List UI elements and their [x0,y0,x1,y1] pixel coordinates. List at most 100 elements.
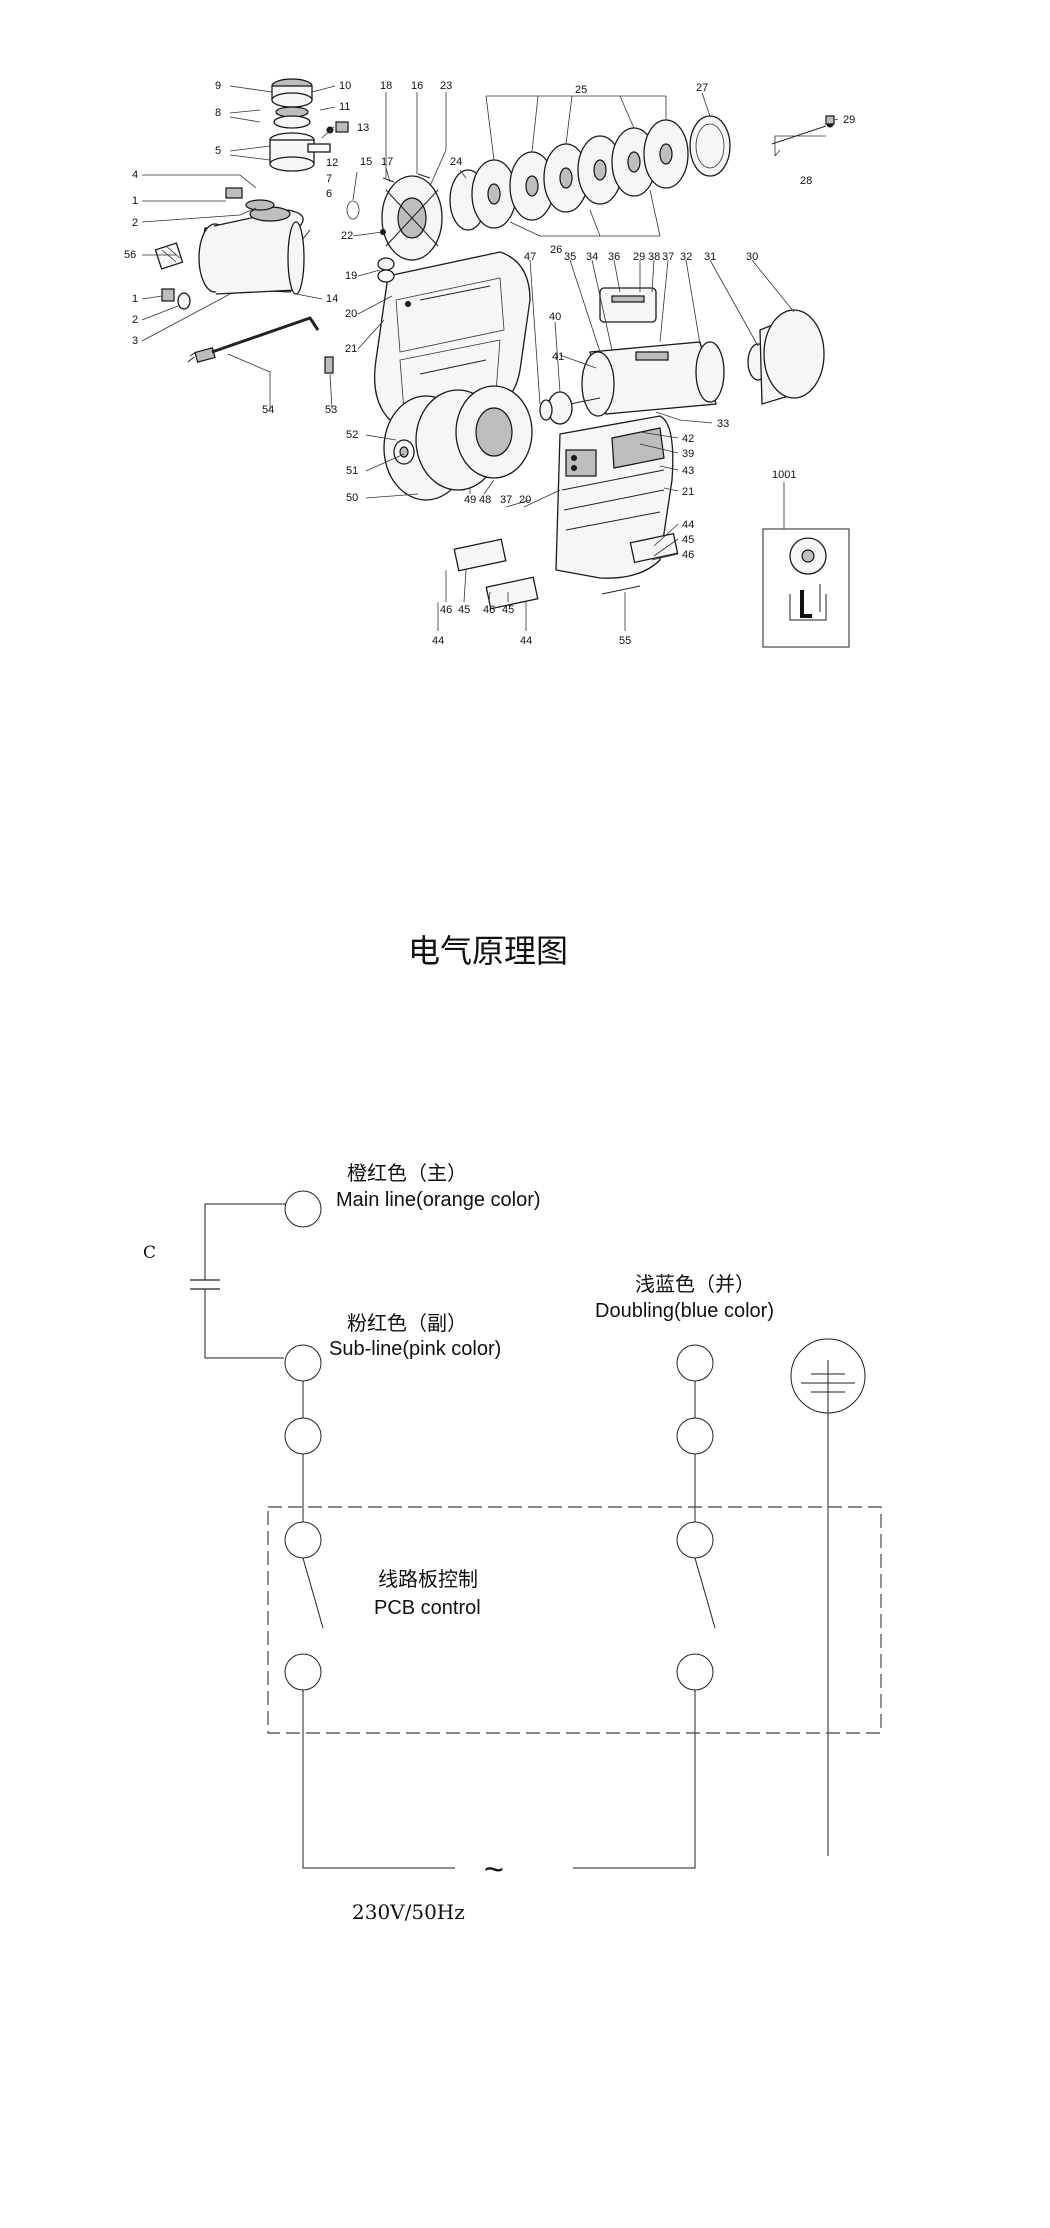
part-number-label: 44 [682,519,694,531]
supply-wire [302,1690,455,1869]
wiring-schematic: C 橙红色（主） Main line(orange color) 粉红色（副） … [143,1161,882,1924]
part-number-label: 3 [132,335,138,347]
switch-contact [694,1557,716,1629]
part-number-label: 9 [215,80,221,92]
part-number-label: 11 [339,101,350,113]
part-number-label: 37 [662,251,674,263]
part-number-labels: 9 10 8 11 13 5 12 4 7 1 6 2 56 1 2 3 14 … [124,80,855,647]
part-number-label: 55 [619,635,631,647]
part-number-label: 4 [132,169,138,181]
part-number-label: 36 [608,251,620,263]
part-number-label: 12 [326,157,338,169]
part-number-label: 1001 [772,469,796,481]
part-number-label: 14 [326,293,338,305]
main-line-label-en: Main line(orange color) [336,1189,541,1211]
pcb-label-en: PCB control [374,1597,481,1619]
terminal-main [284,1190,322,1228]
inset-detail-1001 [762,528,850,648]
part-number-label: 52 [346,429,358,441]
part-number-label: 44 [520,635,532,647]
part-number-label: 42 [682,433,694,445]
terminal [676,1653,714,1691]
part-number-label: 29 [633,251,645,263]
motor-assembly [539,287,825,425]
front-motor-cover [555,415,674,579]
part-number-label: 47 [524,251,536,263]
part-number-label: 1 [132,195,138,207]
sub-line-label-cn: 粉红色（副） [347,1311,467,1335]
supply-wire [573,1690,696,1869]
terminal [284,1417,322,1455]
part-number-label: 38 [648,251,660,263]
part-number-label: 20 [519,494,531,506]
part-number-label: 5 [215,145,221,157]
doubling-label-cn: 浅蓝色（并） [635,1272,755,1296]
part-number-label: 1 [132,293,138,305]
part-number-label: 50 [346,492,358,504]
part-number-label: 2 [132,314,138,326]
part-number-label: 10 [339,80,351,92]
part-number-label: 7 [326,173,332,185]
part-number-label: 39 [682,448,694,460]
part-number-label: 25 [575,84,587,96]
part-number-label: 49 [464,494,476,506]
part-number-label: 2 [132,217,138,229]
terminal-sub [284,1344,322,1382]
part-number-label: 26 [550,244,562,256]
diffuser-stack [449,115,835,231]
part-number-label: 43 [682,465,694,477]
part-number-label: 56 [124,249,136,261]
part-number-label: 23 [440,80,452,92]
pump-housing [154,187,311,310]
doubling-label-en: Doubling(blue color) [595,1300,774,1322]
part-number-label: 32 [680,251,692,263]
part-number-label: 35 [564,251,576,263]
terminal [284,1653,322,1691]
switch-contact [302,1557,324,1629]
pump-flange [346,173,443,261]
pcb-label-cn: 线路板控制 [378,1567,478,1591]
part-number-label: 6 [326,188,332,200]
terminal [676,1521,714,1559]
part-number-label: 46 [483,604,495,616]
part-number-label: 27 [696,82,708,94]
part-number-label: 46 [440,604,452,616]
part-number-label: 45 [502,604,514,616]
pcb-control-box [267,1506,882,1734]
part-number-label: 15 [360,156,372,168]
part-number-label: 40 [549,311,561,323]
part-number-label: 46 [682,549,694,561]
part-number-label: 48 [479,494,491,506]
ac-symbol: ~ [484,1851,504,1889]
power-cable [187,316,334,374]
part-number-label: 34 [586,251,598,263]
schematic-title: 电气原理图 [408,932,568,970]
part-number-label: 31 [704,251,716,263]
exploded-parts-view: 9 10 8 11 13 5 12 4 7 1 6 2 56 1 2 3 14 … [124,78,855,648]
part-number-label: 28 [800,175,812,187]
part-number-label: 29 [843,114,855,126]
part-number-label: 54 [262,404,274,416]
part-number-label: 37 [500,494,512,506]
part-number-label: 22 [341,230,353,242]
part-number-label: 21 [682,486,694,498]
pressure-cap-assembly [269,78,349,172]
terminal [676,1417,714,1455]
capacitor-label: C [143,1243,156,1263]
part-number-label: 53 [325,404,337,416]
part-number-label: 44 [432,635,444,647]
part-number-label: 18 [380,80,392,92]
part-number-label: 51 [346,465,358,477]
main-line-label-cn: 橙红色（主） [347,1161,467,1185]
part-number-label: 45 [682,534,694,546]
part-number-label: 16 [411,80,423,92]
leader-lines [141,85,839,631]
rubber-feet [453,532,679,610]
sub-line-label-en: Sub-line(pink color) [329,1338,501,1360]
capacitor-wire [204,1289,284,1359]
seal-plates [383,385,533,501]
part-number-label: 30 [746,251,758,263]
part-number-label: 33 [717,418,729,430]
